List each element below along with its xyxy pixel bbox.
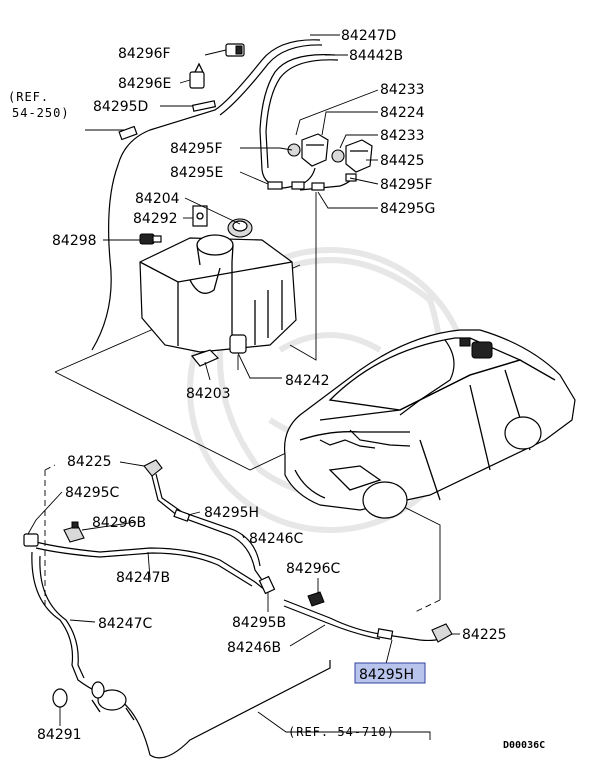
label-84295E: 84295E (170, 165, 223, 181)
clip-84296F (225, 43, 245, 57)
label-84296F: 84296F (118, 46, 171, 62)
highlight-box-84295H (354, 662, 426, 684)
diagram-code: D00036C (503, 740, 545, 751)
label-84247C: 84247C (98, 616, 153, 632)
bracket-84292 (192, 205, 208, 227)
label-84224: 84224 (380, 105, 425, 121)
clip-84296C (307, 591, 325, 607)
label-84225-top: 84225 (67, 454, 112, 470)
hose-84246C (151, 473, 263, 581)
label-84247D: 84247D (341, 28, 396, 44)
label-84295G: 84295G (380, 201, 435, 217)
label-84203: 84203 (186, 386, 231, 402)
clip-84296E (189, 62, 205, 89)
nozzle-84225-bottom (431, 623, 453, 643)
label-84296E: 84296E (118, 76, 171, 92)
clip-84296B (63, 521, 85, 543)
connector-84295D (118, 100, 217, 141)
label-84442B: 84442B (349, 48, 403, 64)
label-84295D: 84295D (93, 99, 148, 115)
label-84204: 84204 (135, 191, 180, 207)
ref-top-line1: (REF. (8, 90, 49, 104)
label-84296B: 84296B (92, 515, 146, 531)
nozzle-84225-top (143, 459, 163, 477)
label-84425: 84425 (380, 153, 425, 169)
bolt-84298 (139, 233, 162, 245)
label-84295F-left: 84295F (170, 141, 223, 157)
pump-lower (91, 681, 135, 721)
nozzle-84425 (331, 139, 373, 173)
label-84295C: 84295C (65, 485, 120, 501)
label-84242: 84242 (285, 373, 330, 389)
label-84225-bottom: 84225 (462, 627, 507, 643)
cap-84204 (227, 218, 253, 238)
ref-top-line2: 54-250) (12, 106, 70, 120)
grommet-84291 (52, 688, 68, 708)
reference-labels: (REF. 54-250) (REF. 54-710) (8, 90, 395, 739)
connector-84295B (258, 575, 276, 595)
label-84296C: 84296C (286, 561, 341, 577)
label-84295F-right: 84295F (380, 177, 433, 193)
nozzle-84224 (287, 133, 329, 167)
hose-84247B (35, 541, 266, 591)
part-labels: 84247D 84296F 84442B 84296E 84233 84295D… (37, 28, 507, 743)
leader-lines (27, 34, 460, 740)
label-84246C: 84246C (249, 531, 304, 547)
pad-84203 (190, 349, 220, 367)
washer-tank-84242 (139, 234, 297, 353)
label-84291: 84291 (37, 727, 82, 743)
label-84247B: 84247B (116, 570, 170, 586)
ref-bottom: (REF. 54-710) (288, 725, 395, 739)
label-84233-a: 84233 (380, 82, 425, 98)
connector-84295C (23, 533, 39, 547)
label-84295B: 84295B (232, 615, 286, 631)
car-illustration (283, 329, 576, 519)
label-84233-b: 84233 (380, 128, 425, 144)
label-84298: 84298 (52, 233, 97, 249)
hose-nozzle-links (267, 167, 357, 191)
pump (229, 334, 247, 354)
label-84246B: 84246B (227, 640, 281, 656)
label-84295H-highlighted: 84295H (359, 667, 414, 683)
label-84292: 84292 (133, 211, 178, 227)
label-84295H-top: 84295H (204, 505, 259, 521)
